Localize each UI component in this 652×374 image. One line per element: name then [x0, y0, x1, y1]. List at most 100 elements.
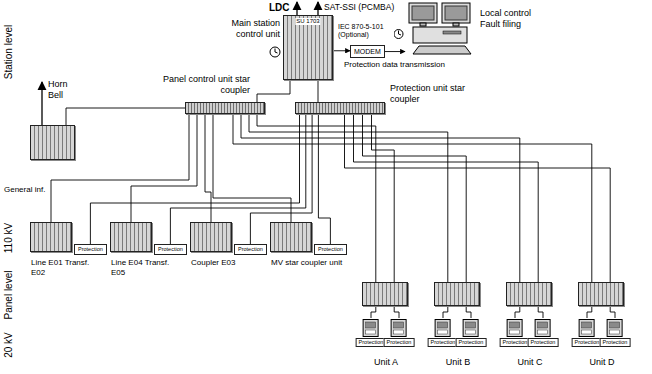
unit-label: Unit C: [517, 357, 542, 368]
bus-line: [249, 114, 448, 282]
control-rack: Main station control unitSU 1703: [283, 15, 333, 80]
bus-line: [345, 114, 611, 282]
device-label: Protection: [428, 338, 459, 347]
bus-line: [131, 114, 197, 222]
control-rack: Horn Bell: [30, 125, 75, 160]
protection-relay-drawing: [390, 318, 408, 338]
control-rack: Unit B: [434, 282, 480, 306]
bus-line: [318, 114, 330, 244]
control-rack: Line E04 Transf. E05: [110, 222, 152, 252]
device-label: Protection: [384, 338, 415, 347]
bus-line: [257, 114, 376, 282]
unit-label: Local control Fault filing: [480, 8, 550, 30]
device-box: Protection: [234, 244, 267, 255]
bus-line: [515, 306, 520, 318]
unit-label: Horn Bell: [48, 79, 78, 101]
bus-line: [318, 80, 319, 102]
device-label: Protection: [528, 338, 559, 347]
bus-line: [466, 306, 471, 318]
device-label: Protection: [500, 338, 531, 347]
protection-device: Protection: [500, 318, 531, 347]
bus-line: [538, 306, 543, 318]
output-arrow: [296, 2, 297, 15]
bus-line: [205, 114, 211, 222]
unit-label: Line E01 Transf. E02: [31, 258, 91, 277]
bus-line: [66, 108, 185, 125]
level-label: 110 kV: [3, 223, 15, 253]
control-rack: Unit A: [362, 282, 408, 306]
protection-device: Protection: [572, 318, 603, 347]
unit-label: Unit A: [374, 357, 398, 368]
unit-label: Unit B: [446, 357, 471, 368]
bus-line: [610, 306, 615, 318]
device-box: Protection: [154, 244, 187, 255]
level-label: 20 kV: [3, 332, 15, 358]
bus-line: [443, 306, 448, 318]
protection-device: Protection: [428, 318, 459, 347]
protection-relay-drawing: [362, 318, 380, 338]
protection-relay-drawing: [578, 318, 596, 338]
control-rack: Line E01 Transf. E02: [30, 222, 72, 252]
bus-line: [363, 114, 467, 282]
device-label: Protection: [572, 338, 603, 347]
unit-label: Unit D: [589, 357, 614, 368]
output-arrow: [317, 2, 318, 15]
device-label: Protection: [238, 246, 263, 253]
bus-line: [257, 80, 290, 102]
bus-line: [241, 114, 520, 282]
annotation-label: General inf.: [3, 185, 46, 195]
workstation-drawing: [405, 2, 475, 56]
unit-label: SU 1703: [295, 18, 320, 25]
device-label: Protection: [318, 246, 343, 253]
device-box: MODEM: [350, 45, 385, 58]
control-rack: Unit D: [578, 282, 624, 306]
star-coupler: Panel control unit star coupler: [185, 102, 265, 114]
protection-device: Protection: [384, 318, 415, 347]
device-label: Protection: [78, 246, 103, 253]
bus-line: [587, 306, 592, 318]
unit-label: Main station control unit: [206, 18, 280, 40]
control-rack: Unit C: [506, 282, 552, 306]
protection-relay-drawing: [534, 318, 552, 338]
device-label: Protection: [356, 338, 387, 347]
device-label: Protection: [600, 338, 631, 347]
bus-line: [354, 114, 539, 282]
bus-line: [333, 50, 350, 51]
device-box: Protection: [314, 244, 347, 255]
star-coupler: Protection unit star coupler: [295, 102, 385, 114]
annotation-label: LDC: [268, 2, 291, 14]
device-label: Protection: [456, 338, 487, 347]
protection-device: Protection: [528, 318, 559, 347]
annotation-label: Protection data transmission: [343, 60, 446, 70]
bus-line: [385, 51, 405, 52]
unit-label: Line E04 Transf. E05: [111, 258, 171, 277]
level-label: Panel level: [3, 271, 15, 320]
protection-relay-drawing: [462, 318, 480, 338]
unit-label: Panel control unit star coupler: [154, 74, 250, 96]
annotation-label: SAT-SSI (PCMBA): [323, 2, 395, 12]
unit-label: Coupler E03: [191, 258, 251, 268]
bus-line: [233, 114, 592, 282]
workstation: Local control Fault filing: [405, 2, 475, 56]
bus-line: [372, 114, 395, 282]
device-label: MODEM: [354, 47, 381, 56]
bus-line: [213, 114, 291, 222]
bus-line: [394, 306, 399, 318]
protection-device: Protection: [456, 318, 487, 347]
protection-relay-drawing: [506, 318, 524, 338]
device-box: Protection: [74, 244, 107, 255]
protection-relay-drawing: [434, 318, 452, 338]
device-label: Protection: [158, 246, 183, 253]
bus-line: [371, 306, 376, 318]
clock-symbol: [270, 47, 280, 57]
protection-relay-drawing: [606, 318, 624, 338]
output-arrow: [41, 82, 42, 125]
protection-device: Protection: [356, 318, 387, 347]
level-label: Station level: [3, 25, 15, 79]
annotation-label: IEC 870-5-101 (Optional): [337, 23, 394, 40]
unit-label: MV star coupler unit: [271, 258, 366, 268]
unit-label: Protection unit star coupler: [390, 83, 470, 105]
protection-device: Protection: [600, 318, 631, 347]
control-rack: Coupler E03: [190, 222, 232, 252]
control-rack: MV star coupler unit: [270, 222, 312, 252]
